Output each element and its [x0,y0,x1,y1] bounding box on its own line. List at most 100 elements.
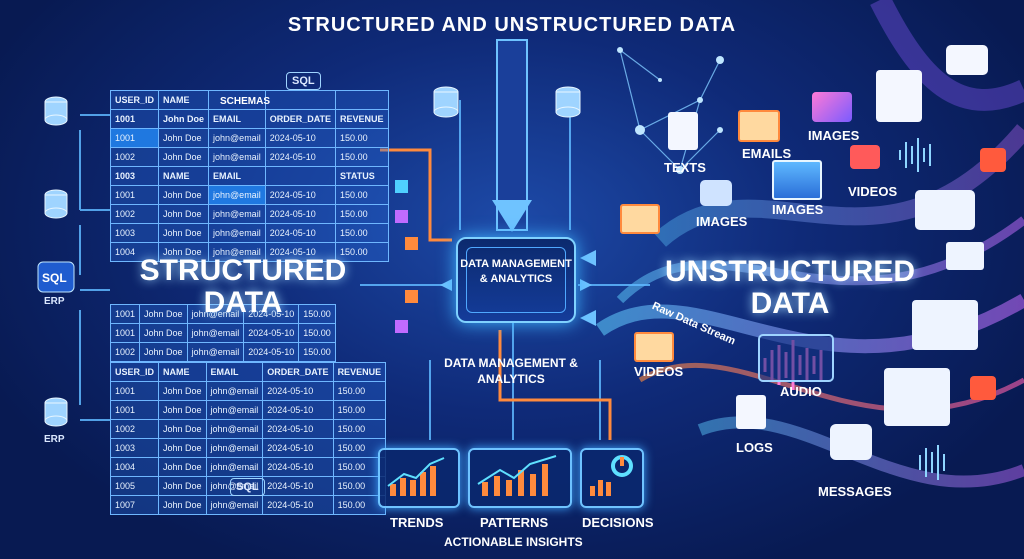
table-cell: John Doe [158,419,207,439]
core-inner-frame [466,247,566,313]
table-cell: john@email [208,147,266,167]
email-icon [738,110,780,142]
table-cell: 150.00 [298,323,336,343]
table-cell: 2024-05-10 [264,204,337,224]
play-button-icon-2 [970,376,996,400]
table-cell: 1002 [109,204,160,224]
message-window-icon [884,368,950,426]
core-below-label: DATA MANAGEMENT & ANALYTICS [444,356,578,386]
schema-label: SCHEMAS [220,96,271,107]
pattern-chart-icon [477,455,557,496]
sql-tag-bottom: SQL [230,478,265,496]
table-cell: EMAIL [205,362,264,382]
document-icon [668,112,698,150]
envelope-icon-mid [634,332,674,362]
table-cell: 150.00 [335,128,389,148]
table-cell: NAME [158,166,210,186]
decisions-panel [580,448,644,508]
table-cell: john@email [205,419,264,439]
table-cell: john@email [205,457,264,477]
table-cell: 1001 [109,304,141,324]
table-cell: EMAIL [208,109,266,129]
table-cell: 150.00 [332,495,387,515]
unstructured-data-text: UNSTRUCTURED DATA [665,255,915,320]
table-cell: NAME [158,90,210,110]
camera-icon [700,180,732,206]
table-cell: 2024-05-10 [262,438,334,458]
table-cell: 1001 [109,128,160,148]
log-file-icon [736,395,766,429]
photo-icon [772,160,822,200]
page-title: STRUCTURED AND UNSTRUCTURED DATA [287,14,737,36]
table-cell: John Doe [158,128,210,148]
table-cell: 150.00 [332,381,387,401]
table-cell: 1004 [109,242,160,262]
table-cell: John Doe [158,185,210,205]
images-label-b: IMAGES [696,214,748,229]
table-cell: 1003 [109,223,160,243]
trends-label: TRENDS [390,515,444,530]
sql-tag-top: SQL [286,72,321,90]
texts-label: TEXTS [664,160,706,175]
table-cell: USER_ID [109,362,160,382]
table-cell: John Doe [158,400,207,420]
table-cell: 1003 [109,166,160,186]
data-management-core: DATA MANAGEMENT & ANALYTICS [456,237,576,323]
table-cell: John Doe [139,323,188,343]
table-cell: STATUS [335,166,389,186]
trend-chart-icon [387,457,445,496]
table-cell: 2024-05-10 [264,242,337,262]
chat-bubble-icon [830,424,872,460]
table-cell: ORDER_DATE [262,362,334,382]
table-cell: 150.00 [335,147,389,167]
images-label-a: IMAGES [808,128,860,143]
notification-envelope-icon [946,242,984,270]
table-cell: ORDER_DATE [264,109,337,129]
play-button-icon [980,148,1006,172]
table-cell: 2024-05-10 [262,476,334,496]
megaphone-icon [850,145,880,169]
table-cell: 2024-05-10 [264,128,337,148]
note-icon [876,70,922,122]
envelope-icon-left [620,204,660,234]
table-cell: REVENUE [335,109,389,129]
table-cell: john@email [208,223,266,243]
table-cell: REVENUE [332,362,387,382]
table-cell: 2024-05-10 [262,457,334,477]
table-cell: 150.00 [335,242,389,262]
table-cell: 150.00 [335,223,389,243]
images-label-c: IMAGES [772,202,824,217]
table-cell: john@email [208,185,266,205]
trends-panel [378,448,460,508]
source-sql-label: SQL [42,271,67,285]
table-cell: John Doe [158,242,210,262]
audio-label: AUDIO [780,384,822,399]
decision-chart-icon [590,455,633,496]
table-cell: 2024-05-10 [262,419,334,439]
table-cell: 150.00 [298,304,336,324]
table-cell [335,90,389,110]
table-cell: john@email [208,242,266,262]
chat-window-icon [915,190,975,230]
table-cell: 2024-05-10 [264,185,337,205]
table-cell: 1003 [109,438,160,458]
actionable-insights-label: ACTIONABLE INSIGHTS [444,535,583,549]
table-cell: 150.00 [298,342,336,362]
audio-player-icon [758,334,834,382]
table-cell: John Doe [158,147,210,167]
structured-data-text: STRUCTURED DATA [139,254,347,319]
table-cell: John Doe [158,495,207,515]
table-cell: john@email [186,342,245,362]
webpage-icon [912,300,978,350]
image-icon [812,92,852,122]
